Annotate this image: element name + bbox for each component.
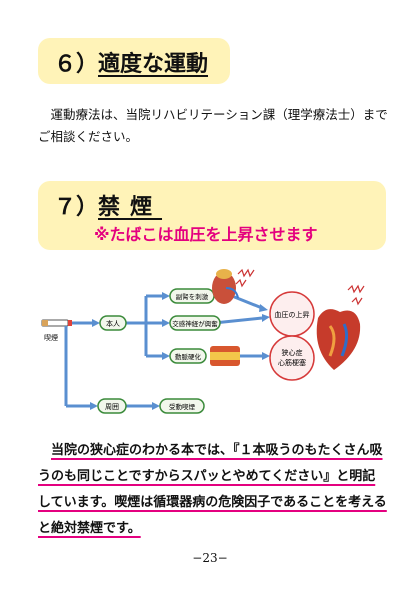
section-6-number: ６） [54, 52, 99, 77]
self-label: 本人 [106, 319, 120, 328]
section-6-body: 運動療法は、当院リハビリテーション課（理学療法士）までご相談ください。 [38, 107, 388, 144]
passive-smoking-label: 受動喫煙 [169, 402, 196, 411]
section-6-heading: ６） 適度な運動 [38, 38, 230, 84]
surroundings-label: 周囲 [105, 403, 119, 411]
cigarette-icon [41, 319, 72, 327]
sympathetic-label: 交感神経が興奮 [172, 319, 218, 328]
bp-rise-label: 血圧の上昇 [275, 310, 310, 319]
section-7-subtitle: ※たばこは血圧を上昇させます [94, 225, 318, 244]
angina-label-1: 狭心症 [282, 348, 303, 357]
heart-icon [316, 309, 361, 370]
section-6-title: 適度な運動 [98, 52, 209, 77]
alert-zigzag-icon [235, 268, 365, 306]
adrenal-label: 副腎を刺激 [176, 292, 209, 301]
section-7-heading: ７） 禁煙 ※たばこは血圧を上昇させます [38, 181, 386, 250]
smoking-label: 喫煙 [44, 333, 58, 342]
page-number: −23− [192, 551, 228, 565]
smoking-paragraph: 当院の狭心症のわかる本では、『１本吸うのもたくさん吸うのも同じことですからスパッ… [38, 438, 388, 542]
section-7-title: 禁煙 [98, 195, 163, 220]
angina-label-2: 心筋梗塞 [278, 358, 306, 367]
smoking-paragraph-text: 当院の狭心症のわかる本では、『１本吸うのもたくさん吸うのも同じことですからスパッ… [38, 443, 387, 536]
kidney-icon [212, 269, 239, 304]
arteriosclerosis-label: 動脈硬化 [175, 352, 202, 361]
smoking-effects-diagram: 喫煙 本人 周囲 副腎を刺激 交感神経が興奮 動脈硬化 受動喫煙 [41, 268, 365, 414]
section-7-number: ７） [54, 195, 99, 220]
artery-icon [210, 346, 240, 366]
